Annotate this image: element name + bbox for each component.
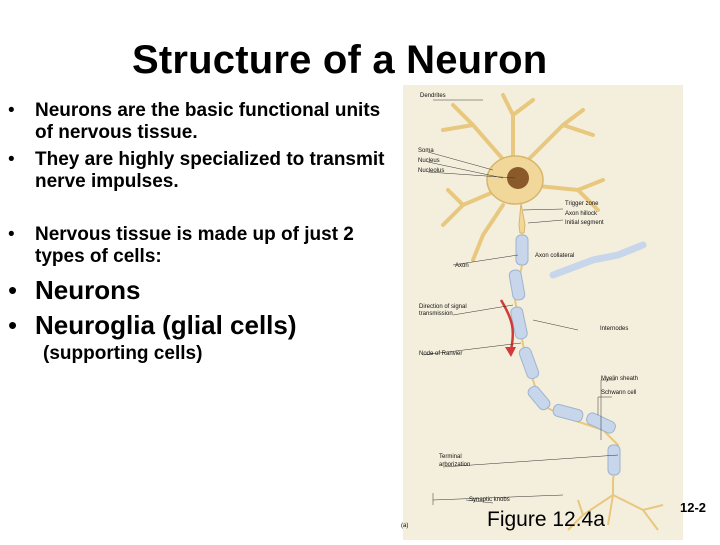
bullet-marker: • [8,310,18,340]
axon-shape [508,233,621,495]
label-trigger-zone: Trigger zone [565,201,599,207]
label-nucleus: Nucleus [418,158,440,164]
label-initial-segment: Initial segment [565,220,604,226]
bullet-marker: • [8,275,18,305]
bullet-item: • Neurons [8,275,403,305]
figure-caption: Figure 12.4a [487,508,605,531]
label-internodes: Internodes [600,326,629,332]
label-soma: Soma [418,148,434,154]
label-dendrites: Dendrites [420,93,446,99]
bullet-text: Neurons are the basic functional units o… [35,100,381,143]
label-axon: Axon [455,263,469,269]
label-axon-hillock: Axon hillock [565,211,598,217]
leader-lines [422,99,619,505]
axon-collateral-shape [549,241,647,279]
label-axon-collateral: Axon collateral [535,253,575,259]
bullet-item: • Nervous tissue is made up of just 2 ty… [8,224,403,268]
label-direction: Direction of signal transmission [419,304,467,317]
bullet-item: • They are highly specialized to transmi… [8,149,403,193]
bullet-text: They are highly specialized to transmit … [35,149,385,192]
bullet-item: • Neuroglia (glial cells) [8,310,403,340]
neuron-figure: Dendrites Soma Nucleus Nucleolus Trigger… [403,85,683,540]
label-node-of-ranvier: Node of Ranvier [419,351,463,357]
bullet-marker: • [8,149,15,170]
label-nucleolus: Nucleolus [418,168,445,174]
bullet-item: • Neurons are the basic functional units… [8,100,403,144]
page-number: 12-2 [680,500,707,515]
bullet-marker: • [8,100,15,121]
sub-note: (supporting cells) [43,343,203,364]
terminal-arborization-shape [567,494,664,531]
slide-title: Structure of a Neuron [132,38,548,82]
bullet-text: Neuroglia (glial cells) [35,310,297,340]
neuron-illustration [403,85,683,540]
direction-arrow-head [505,347,516,357]
figure-part-label: (a) [401,523,409,529]
bullet-text: Nervous tissue is made up of just 2 type… [35,224,354,267]
label-synaptic-knobs: Synaptic knobs [469,497,510,503]
direction-arrow-line [499,299,515,351]
nucleus-shape [507,167,529,189]
bullet-text: Neurons [35,275,141,305]
figure-background [403,85,683,540]
label-terminal-arborization: Terminal arborization [439,454,471,468]
dendrites-shape [441,93,605,262]
bullet-marker: • [8,224,15,245]
label-schwann-cell: Schwann cell [601,390,637,396]
label-myelin-sheath: Myelin sheath [601,376,639,382]
